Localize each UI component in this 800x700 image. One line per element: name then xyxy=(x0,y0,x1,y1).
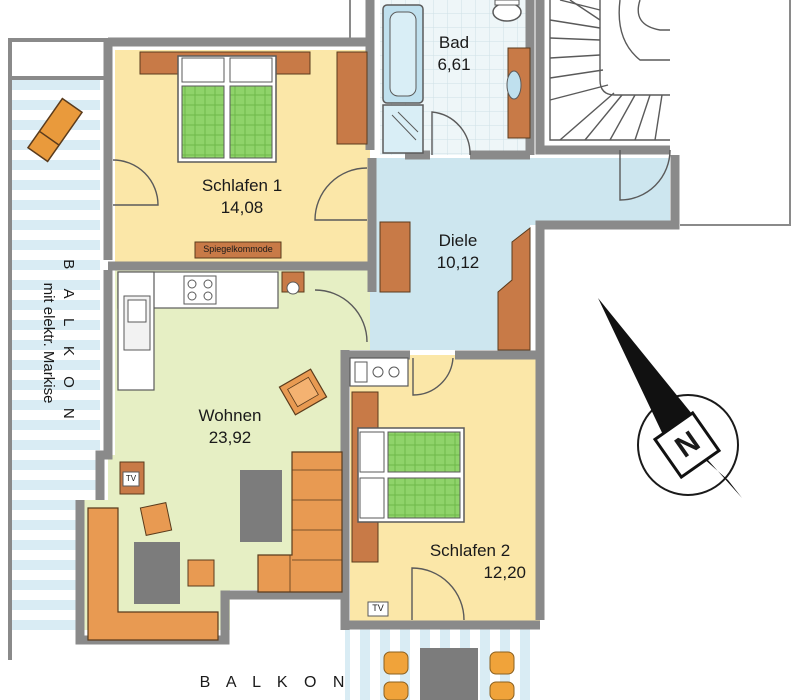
room-area: 6,61 xyxy=(437,55,471,74)
shower-icon xyxy=(382,104,424,154)
hall-wardrobe xyxy=(497,226,531,351)
walls xyxy=(75,0,680,645)
room-area: 10,12 xyxy=(436,253,480,272)
room-label-diele: Diele 10,12 xyxy=(418,230,498,274)
room-label-bad: Bad 6,61 xyxy=(418,32,490,76)
balkon-side-title: B A L K O N xyxy=(60,259,77,427)
staircase-icon xyxy=(549,0,670,141)
sofa-cushions xyxy=(289,469,342,592)
tv-label-2: TV xyxy=(372,603,384,613)
stairwell-floor xyxy=(540,0,790,150)
tv-label-1: TV xyxy=(125,474,137,483)
tv-box-1 xyxy=(122,471,140,487)
dining-chair-icon xyxy=(139,502,215,587)
balcony-side xyxy=(8,38,110,660)
room-name: Schlafen 2 xyxy=(429,541,511,560)
dresser-label: Spiegelkommode xyxy=(203,244,273,254)
bathtub-icon xyxy=(382,4,424,104)
bad-door[interactable] xyxy=(431,111,471,156)
room-area: 12,20 xyxy=(483,563,526,582)
compass-icon xyxy=(598,298,742,498)
stove-icon xyxy=(349,357,409,387)
armchair-icon xyxy=(278,368,328,416)
dresser xyxy=(194,241,282,259)
room-name: Schlafen 1 xyxy=(201,176,283,195)
schlafen1-door-right[interactable] xyxy=(314,167,368,221)
room-name: Bad xyxy=(438,33,470,52)
hall-cabinet xyxy=(379,221,411,293)
stairwell xyxy=(349,0,791,226)
double-bed-2-icon xyxy=(357,427,465,523)
sofa-icon xyxy=(257,451,343,593)
dining-table xyxy=(134,542,180,604)
washbasin-icon xyxy=(506,47,531,139)
room-name: Wohnen xyxy=(198,406,262,425)
balkon-bottom-label: B A L K O N xyxy=(195,672,355,694)
schlafen1-door-left[interactable] xyxy=(112,159,159,206)
balcony-bottom xyxy=(345,628,540,700)
coffee-table xyxy=(240,470,282,542)
kitchen-counter xyxy=(117,271,305,391)
diele-door[interactable] xyxy=(619,149,671,201)
schlafen2-door-top[interactable] xyxy=(412,357,454,396)
double-bed-icon xyxy=(177,55,277,163)
balkon-bottom-title: B A L K O N xyxy=(199,674,351,691)
wohnen-door[interactable] xyxy=(314,289,368,343)
balkon-side-subtitle: mit elektr. Markise xyxy=(40,282,57,404)
room-area: 23,92 xyxy=(208,428,252,447)
sun-lounger-icon xyxy=(26,97,84,163)
room-label-wohnen: Wohnen 23,92 xyxy=(180,405,280,449)
room-label-schlafen2: Schlafen 2 12,20 xyxy=(410,540,530,584)
schlafen2-door-bottom[interactable] xyxy=(411,567,465,621)
toilet-icon xyxy=(492,0,522,22)
table-icon xyxy=(383,648,515,700)
room-label-schlafen1: Schlafen 1 14,08 xyxy=(182,175,302,219)
balkon-side-label: B A L K O N mit elektr. Markise xyxy=(28,248,88,438)
room-area: 14,08 xyxy=(220,198,264,217)
tv-box-2 xyxy=(367,601,389,617)
corner-bench-icon xyxy=(87,507,219,641)
room-name: Diele xyxy=(438,231,478,250)
